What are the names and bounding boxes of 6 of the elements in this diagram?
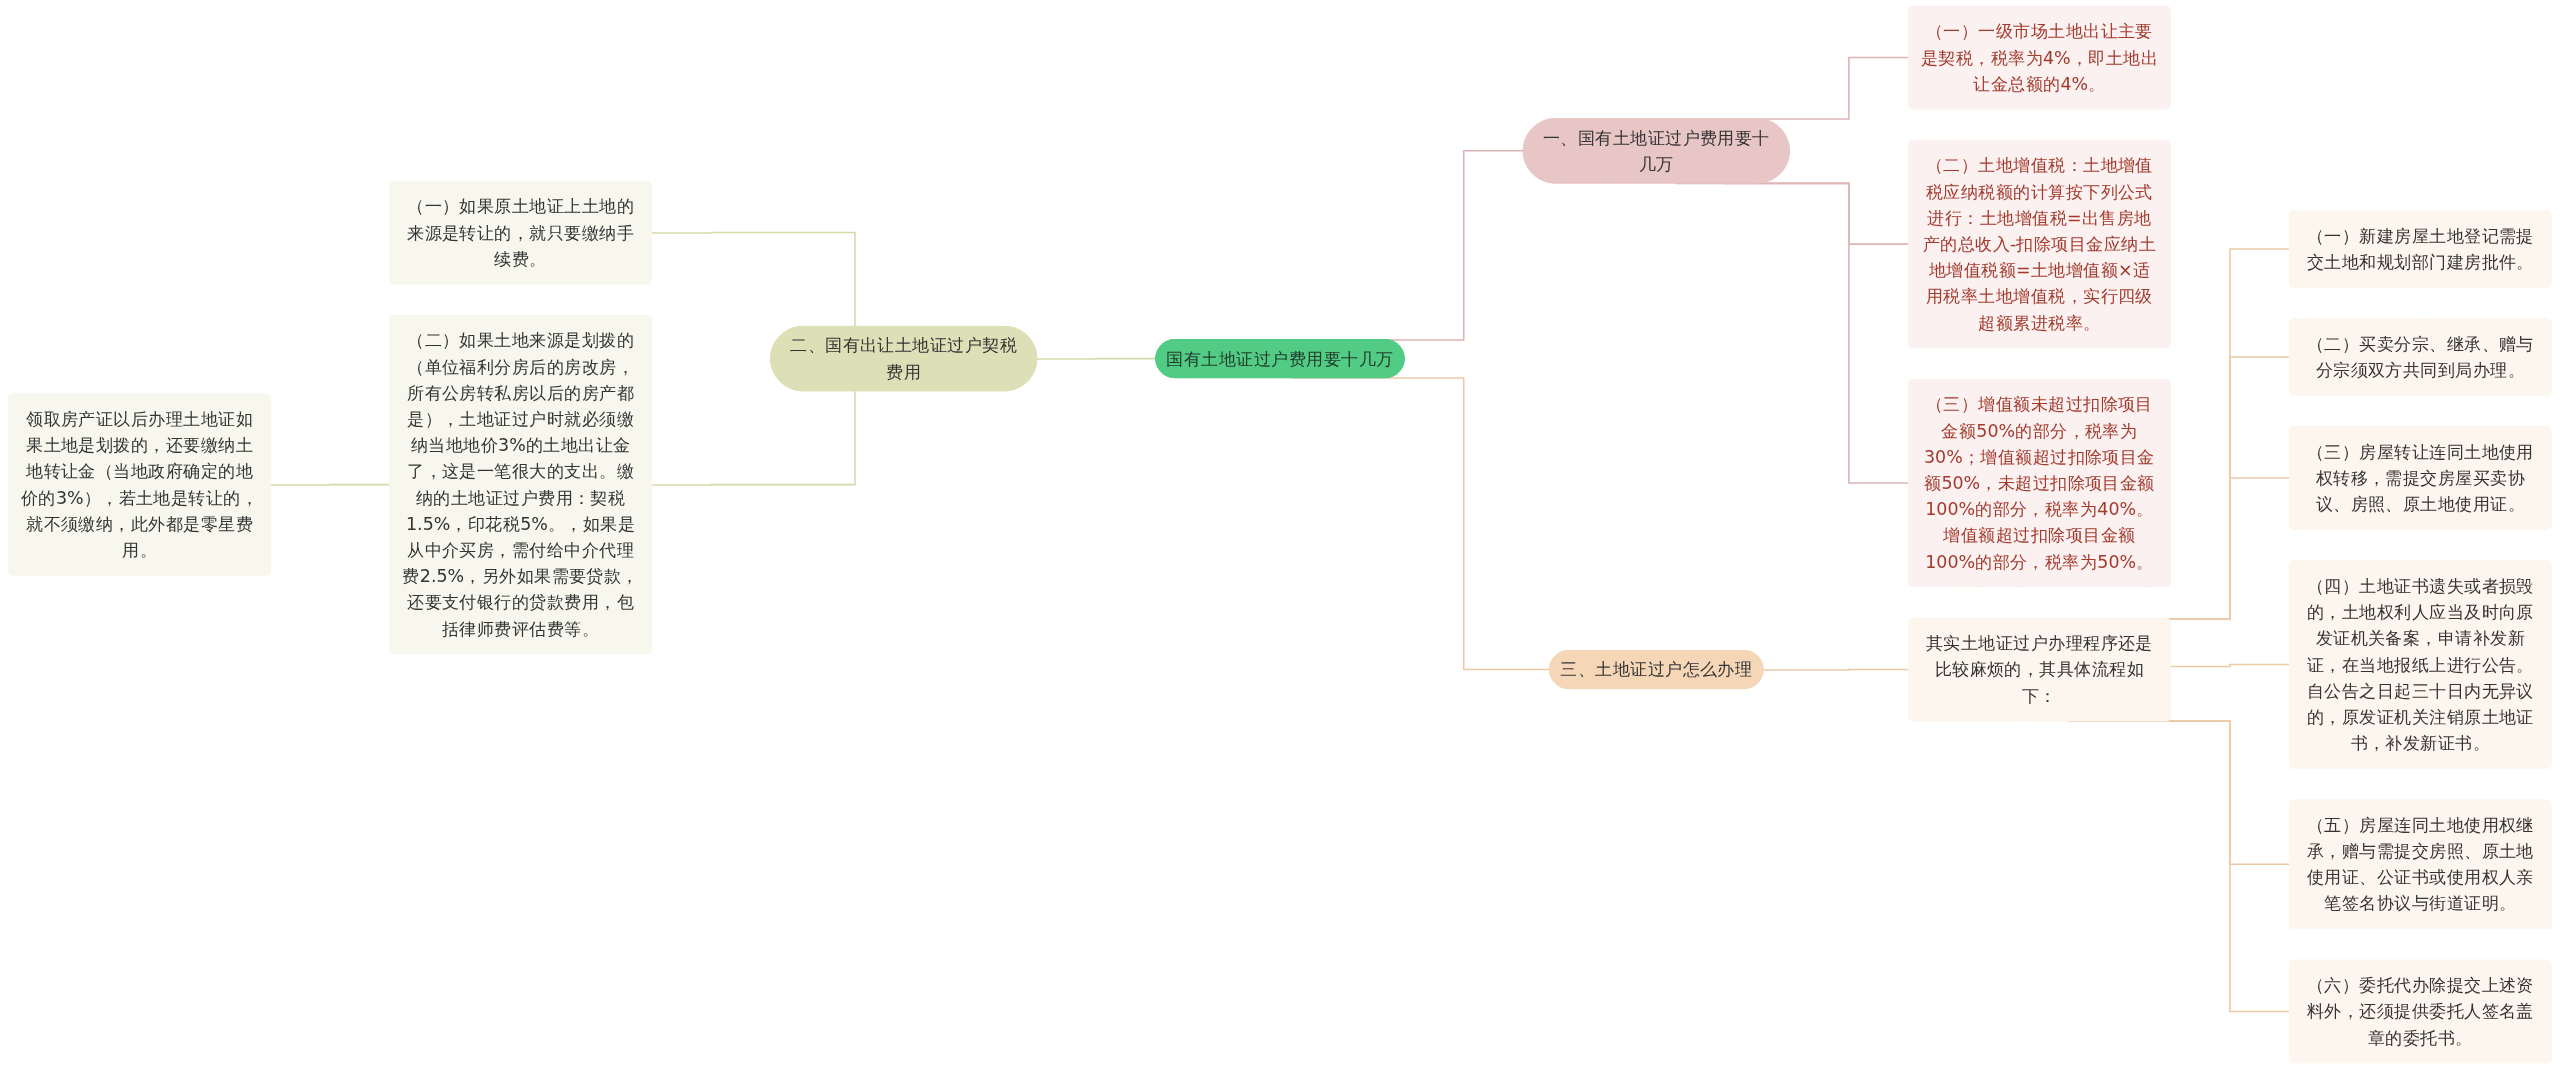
connector bbox=[1036, 357, 1157, 360]
connector bbox=[1762, 668, 1910, 671]
connector bbox=[2169, 663, 2291, 668]
connector bbox=[651, 390, 856, 486]
connector bbox=[651, 231, 856, 328]
connector bbox=[270, 483, 391, 486]
